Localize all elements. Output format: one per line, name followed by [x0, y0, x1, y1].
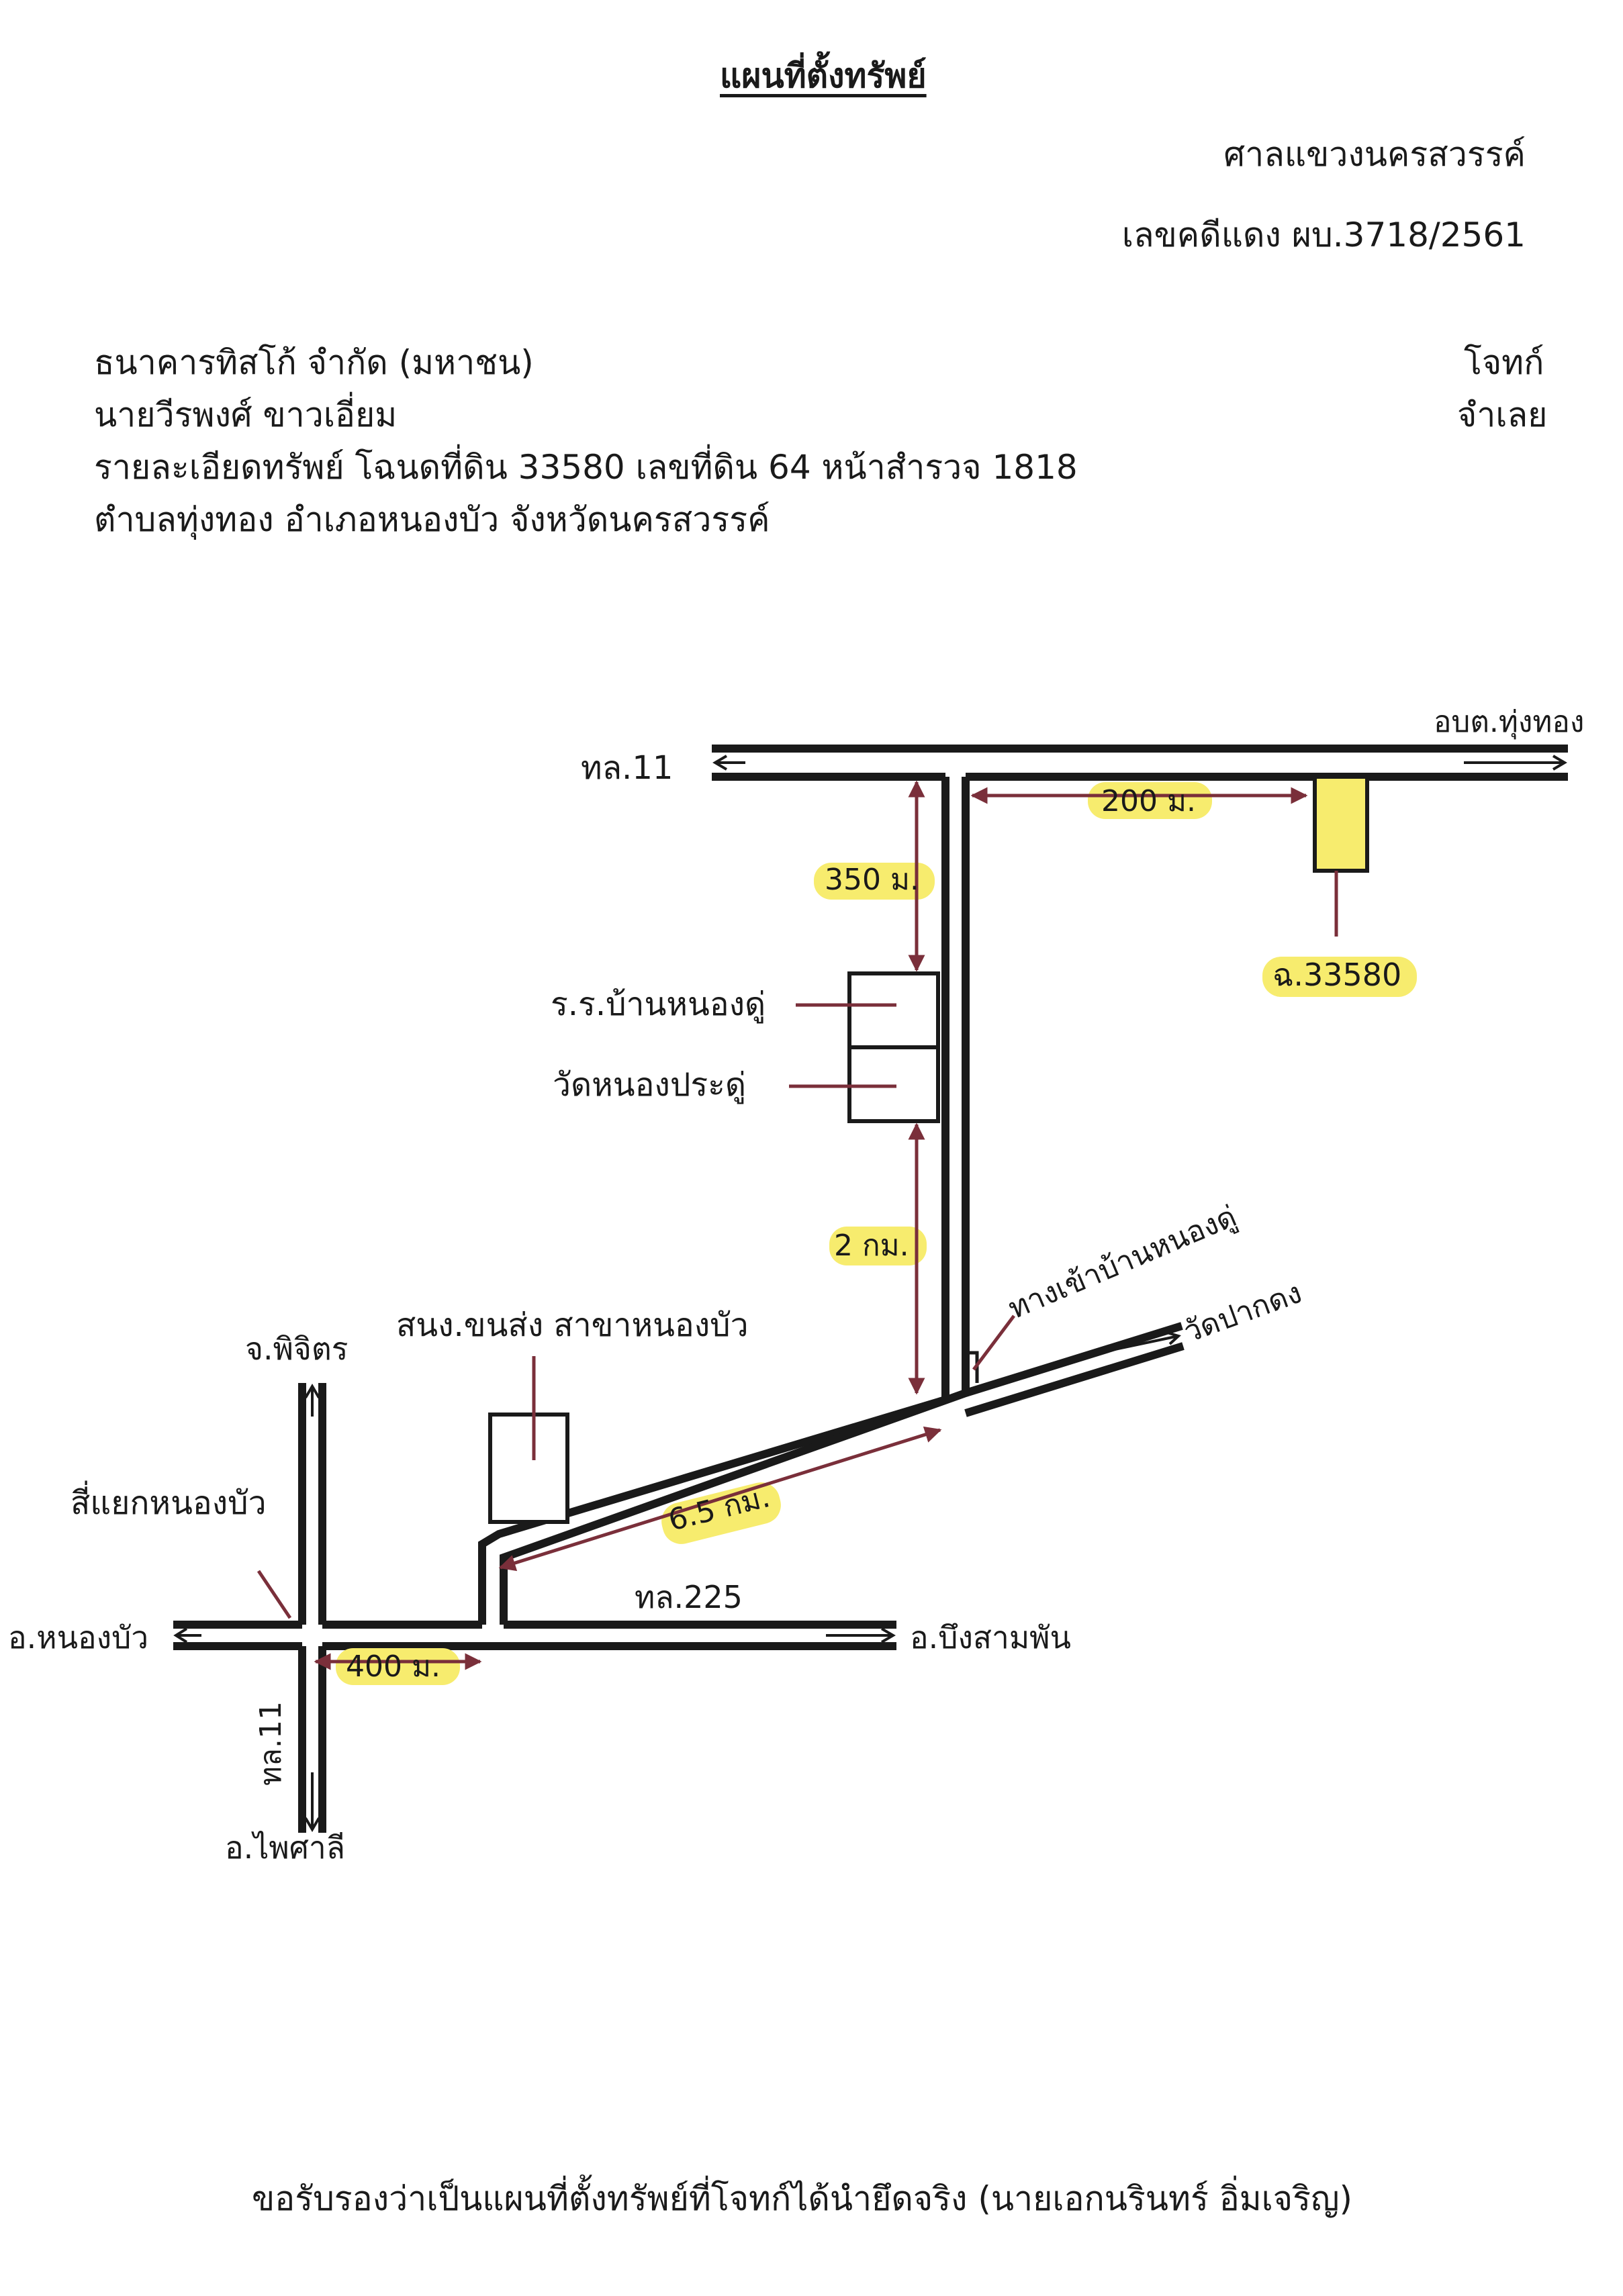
road-hwy11-vertical [298, 1383, 326, 1833]
property-location: ตำบลทุ่งทอง อำเภอหนองบัว จังหวัดนครสวรรค… [94, 500, 770, 539]
transport-office-building [488, 1413, 569, 1524]
parcel-label-highlight [1262, 957, 1417, 997]
label-wat-pakdong: วัดปากดง [1179, 1276, 1306, 1349]
dist-350m-highlight [814, 863, 935, 900]
road-hwy11-top [712, 745, 1568, 781]
defendant-name: นายวีรพงศ์ ขาวเอี่ยม [94, 395, 398, 434]
label-phaisali: อ.ไพศาลี [225, 1829, 345, 1866]
label-transport-office: สนง.ขนส่ง สาขาหนองบัว [396, 1306, 749, 1344]
label-hwy11-bottom: ทล.11 [254, 1701, 288, 1786]
property-detail: รายละเอียดทรัพย์ โฉนดที่ดิน 33580 เลขที่… [94, 448, 1078, 487]
label-nongbua: อ.หนองบัว [8, 1619, 148, 1656]
label-school: ร.ร.บ้านหนองดู่ [551, 986, 766, 1024]
case-number: เลขคดีแดง ผบ.3718/2561 [1121, 216, 1526, 254]
label-obt-tungthong: อบต.ทุ่งทอง [1434, 705, 1584, 740]
road-end-arrows [173, 755, 1567, 1832]
label-dist-350m: 350 ม. [825, 863, 919, 897]
temple-building [847, 1045, 940, 1123]
certification-text: ขอรับรองว่าเป็นแผนที่ตั้งทรัพย์ที่โจทก์ไ… [252, 2179, 1353, 2218]
label-intersection: สี่แยกหนองบัว [71, 1480, 267, 1522]
label-bueng-sam-phan: อ.บึงสามพัน [910, 1619, 1071, 1656]
label-parcel: ฉ.33580 [1272, 957, 1401, 993]
label-hwy11-top: ทล.11 [581, 749, 673, 787]
road-diagonal-to-wat-pakdong [478, 1322, 1185, 1625]
label-dist-400m: 400 ม. [346, 1649, 440, 1684]
dist-2km-highlight [829, 1227, 927, 1265]
label-temple-nongpradu: วัดหนองประดู่ [553, 1066, 746, 1104]
label-hwy225: ทล.225 [635, 1579, 743, 1615]
label-phichit: จ.พิจิตร [245, 1331, 348, 1367]
dist-6_5km-arrow [498, 1426, 942, 1572]
plaintiff-role: โจทก์ [1464, 343, 1544, 382]
label-dist-2km: 2 กม. [834, 1229, 909, 1263]
road-hwy225 [173, 1621, 896, 1650]
defendant-role: จำเลย [1457, 395, 1548, 434]
road-village-vertical [941, 777, 970, 1400]
page-title: แผนที่ตั้งทรัพย์ [720, 56, 927, 95]
court-name: ศาลแขวงนครสวรรค์ [1223, 135, 1526, 174]
school-building [847, 971, 940, 1049]
parcel-33580-marker [1313, 775, 1369, 873]
plaintiff-name: ธนาคารทิสโก้ จำกัด (มหาชน) [94, 343, 534, 382]
label-dist-200m: 200 ม. [1101, 784, 1196, 818]
